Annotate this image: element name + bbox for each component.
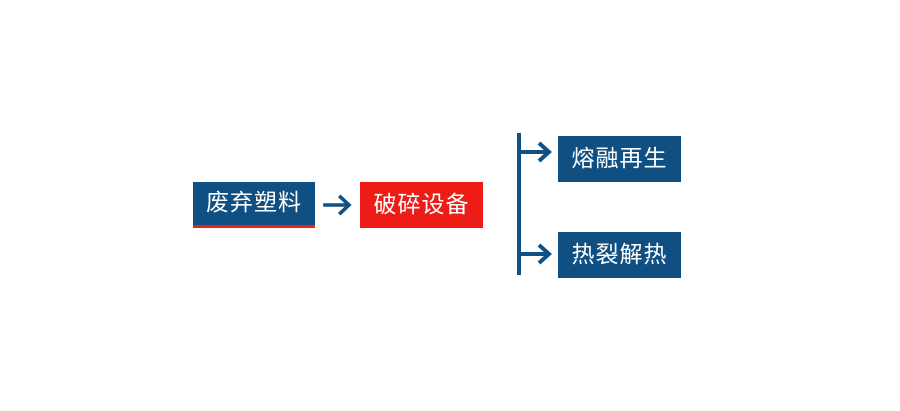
node-waste-plastic[interactable]: 废弃塑料 [193,182,315,228]
node-melt-regeneration-label: 熔融再生 [571,144,668,171]
branch-connector [508,126,566,284]
node-pyrolysis-heat-label: 热裂解热 [571,240,668,267]
node-crushing-equipment[interactable]: 破碎设备 [360,182,483,228]
node-waste-plastic-label: 废弃塑料 [206,189,302,215]
node-melt-regeneration[interactable]: 熔融再生 [558,136,681,182]
arrow-waste-to-crusher [322,188,356,222]
node-pyrolysis-heat[interactable]: 热裂解热 [558,232,681,278]
node-crushing-equipment-label: 破碎设备 [373,190,470,217]
